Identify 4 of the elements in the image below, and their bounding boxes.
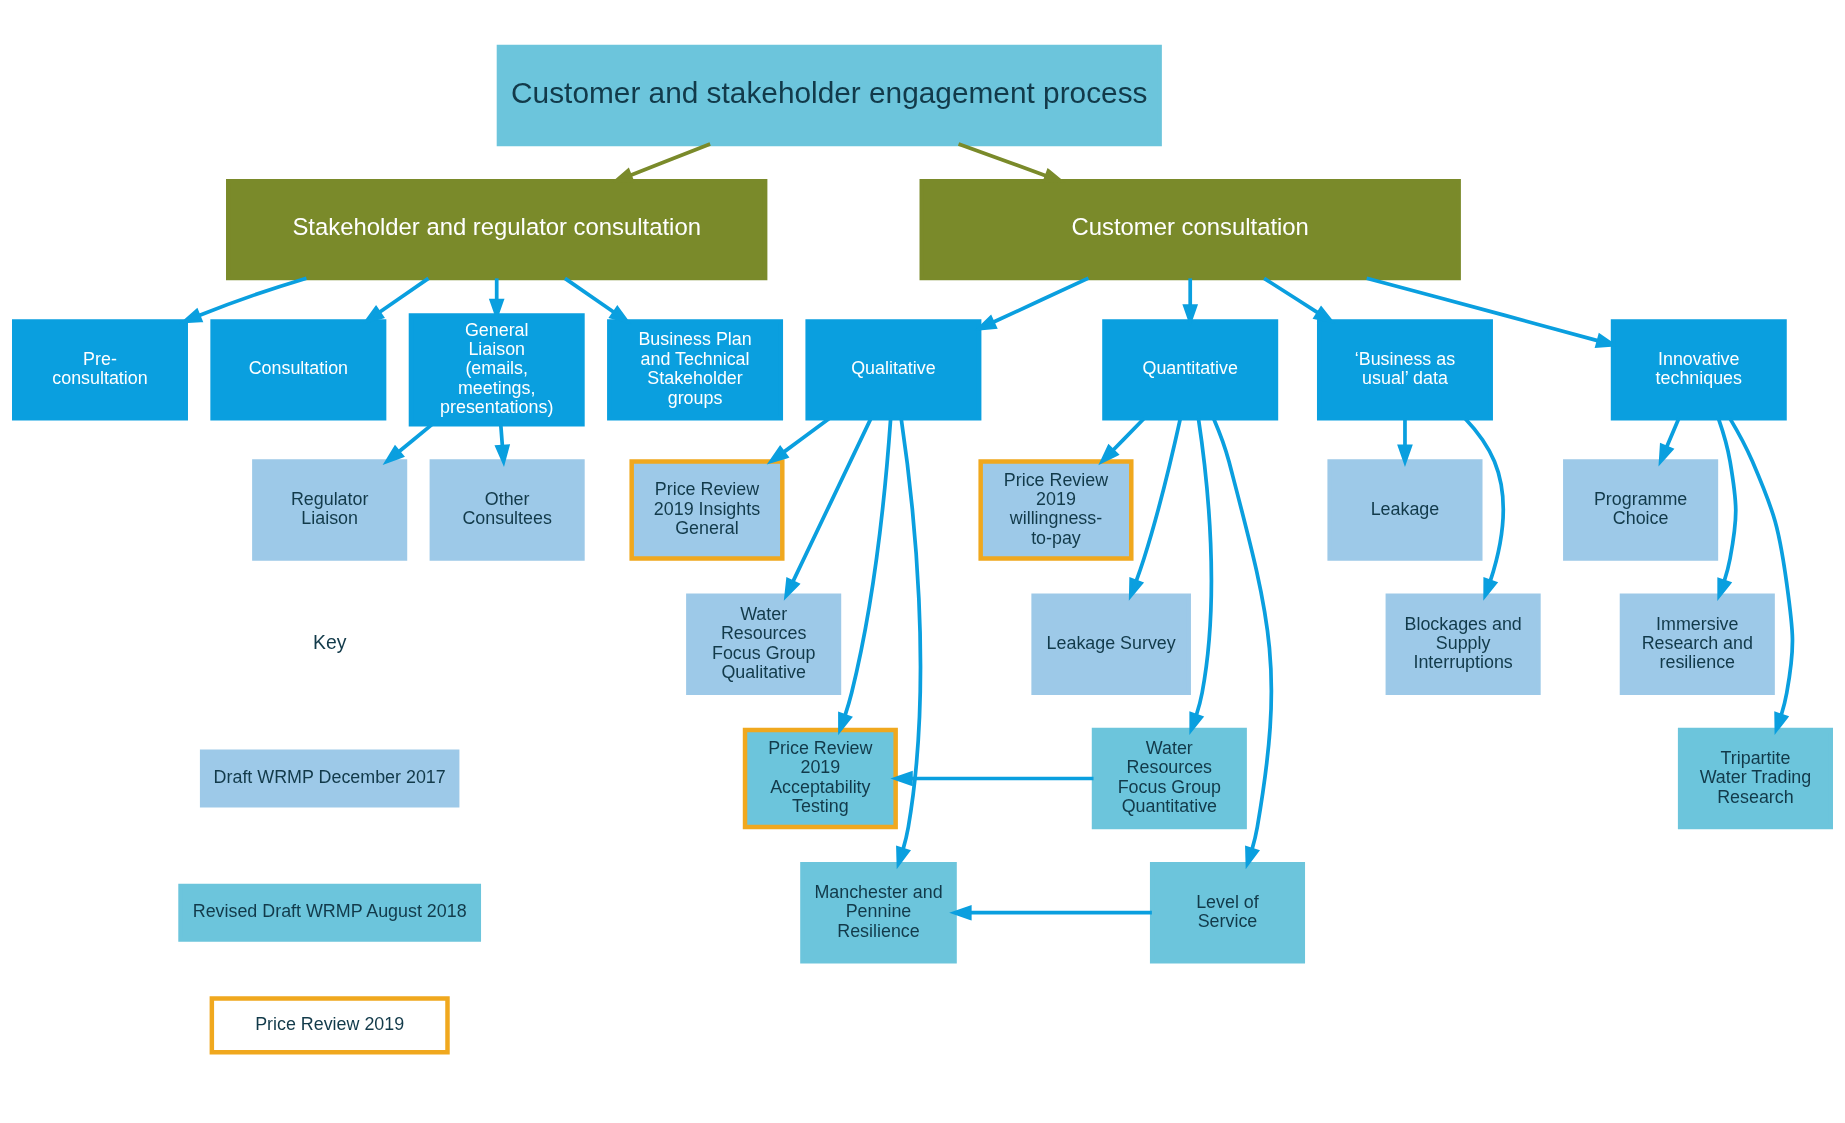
label: Key: [312, 631, 347, 654]
legend-label: Revised Draft WRMP August 2018: [192, 901, 467, 922]
legend-label: Price Review 2019: [255, 1013, 405, 1034]
legend-label: Draft WRMP December 2017: [213, 767, 446, 788]
